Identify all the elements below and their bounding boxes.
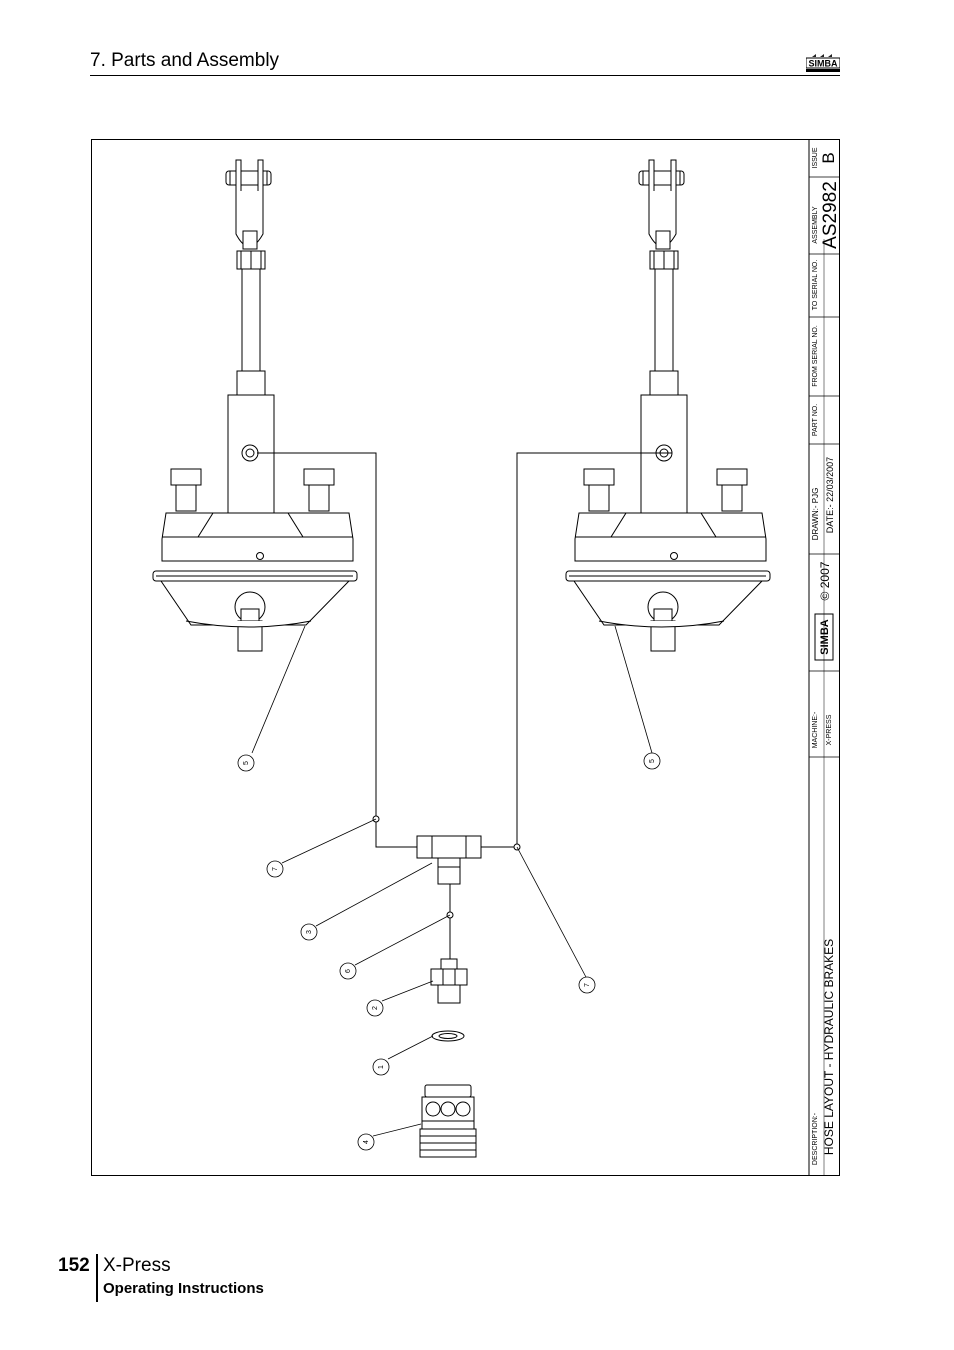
simba-logo: SIMBA <box>806 54 840 72</box>
section-title: 7. Parts and Assembly <box>90 50 280 71</box>
drawn-by: DRAWN:- PJG <box>811 488 820 541</box>
svg-text:3: 3 <box>306 930 313 934</box>
callout-4: 4 <box>357 1133 375 1151</box>
issue-label: ISSUE <box>812 147 819 168</box>
simba-title-logo: SIMBA <box>814 613 834 661</box>
svg-text:7: 7 <box>584 983 591 987</box>
header-rule <box>90 75 840 76</box>
assembly-label: ASSEMBLY <box>812 206 819 244</box>
callout-5-right: 5 <box>643 752 661 770</box>
drawing-date: DATE:- 22/03/2007 <box>825 457 835 533</box>
callout-7-right: 7 <box>578 976 596 994</box>
leader-lines <box>251 625 653 1137</box>
to-serial-label: TO SERIAL NO. <box>812 260 819 311</box>
page-number: 152 <box>58 1255 90 1276</box>
hose-layout-drawing: SIMBA ISSUE B ASSEMBLY AS2982 TO SERIAL … <box>91 139 840 1176</box>
svg-text:2: 2 <box>372 1006 379 1010</box>
copyright: © 2007 <box>818 561 832 600</box>
callout-6: 6 <box>339 962 357 980</box>
product-name: X-Press <box>103 1255 171 1276</box>
callout-layer: 5 5 7 3 6 2 1 4 7 <box>237 752 661 1151</box>
callout-1: 1 <box>372 1058 390 1076</box>
footer-divider <box>96 1254 98 1302</box>
adaptor-fitting <box>430 958 468 1004</box>
quick-coupling <box>419 1084 477 1158</box>
svg-text:5: 5 <box>243 761 250 765</box>
hose-lines <box>257 452 672 969</box>
svg-text:5: 5 <box>649 759 656 763</box>
document-subtitle: Operating Instructions <box>103 1280 264 1297</box>
svg-text:4: 4 <box>363 1140 370 1144</box>
brake-chamber-right <box>565 159 771 652</box>
brake-chamber-left <box>152 159 358 652</box>
machine-label: MACHINE:- <box>812 711 819 748</box>
callout-5-left: 5 <box>237 754 255 772</box>
machine-value: X-PRESS <box>826 714 833 745</box>
title-brand: SIMBA <box>819 619 831 655</box>
part-no-label: PART NO. <box>812 404 819 436</box>
svg-text:6: 6 <box>345 969 352 973</box>
description-label: DESCRIPTION:- <box>812 1112 819 1165</box>
callout-7-left: 7 <box>266 860 284 878</box>
tee-fitting <box>416 835 482 885</box>
svg-text:1: 1 <box>378 1065 385 1069</box>
description-value: HOSE LAYOUT - HYDRAULIC BRAKES <box>822 939 836 1155</box>
bonded-washer <box>431 1030 465 1042</box>
from-serial-label: FROM SERIAL NO. <box>812 325 819 387</box>
svg-text:SIMBA: SIMBA <box>809 59 839 69</box>
callout-2: 2 <box>366 999 384 1017</box>
assembly-value: AS2982 <box>820 181 840 249</box>
svg-text:7: 7 <box>272 867 279 871</box>
callout-3: 3 <box>300 923 318 941</box>
issue-value: B <box>819 152 838 163</box>
title-block: SIMBA ISSUE B ASSEMBLY AS2982 TO SERIAL … <box>808 139 840 1176</box>
